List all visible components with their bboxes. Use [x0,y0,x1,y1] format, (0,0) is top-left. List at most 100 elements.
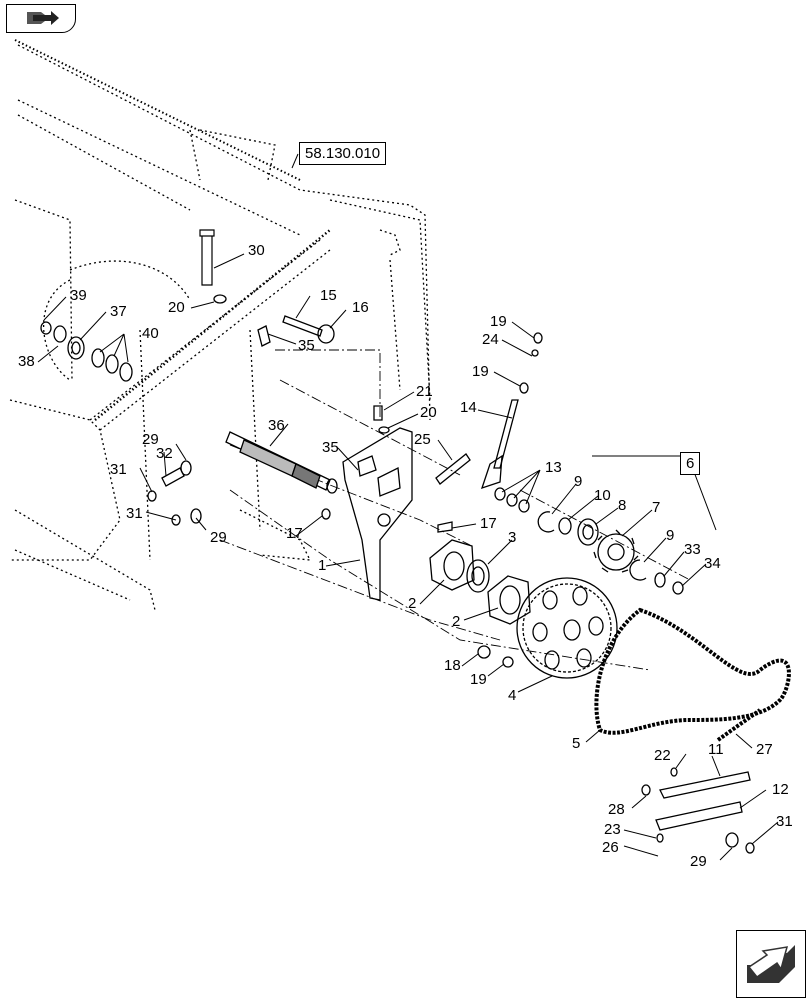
callout-24: 24 [482,331,499,348]
nut-28 [641,784,651,796]
callout-28: 28 [608,801,625,818]
bearing-10 [558,517,572,535]
callout-35: 35 [298,337,315,354]
callout-16: 16 [352,299,369,316]
callout-26: 26 [602,839,619,856]
callout-31: 31 [126,505,143,522]
callout-32: 32 [156,445,173,462]
callout-18: 18 [444,657,461,674]
callout-17: 17 [286,525,303,542]
nut-34 [672,581,684,595]
callout-40: 40 [142,325,159,342]
snap-ring-9b [629,559,647,581]
callout-9: 9 [666,527,675,544]
chassis-frame [9,44,431,611]
callout-34: 34 [704,555,721,572]
washer-20-lower [378,426,390,434]
callout-19: 19 [490,313,507,330]
bracket-plate-1 [342,427,413,601]
bolt-21 [373,405,383,421]
callout-20: 20 [168,299,185,316]
sprocket-4 [516,577,618,679]
bolt-18 [477,645,491,659]
next-page-arrow-icon [747,945,795,983]
group-label-6[interactable]: 6 [680,452,701,475]
upper-beam [14,39,301,181]
callout-23: 23 [604,821,621,838]
pin-15 [282,315,323,337]
callout-21: 21 [416,383,433,400]
callout-11: 11 [708,741,724,758]
callout-29: 29 [210,529,227,546]
callout-37: 37 [110,303,127,320]
tension-rod-14 [480,399,519,490]
callout-10: 10 [594,487,611,504]
nut-31a [147,490,157,502]
pin-23 [656,833,664,843]
callout-31: 31 [776,813,793,830]
leader-lines [37,153,779,861]
washer-33 [654,572,666,588]
nut-31-low [745,842,755,854]
callout-39: 39 [70,287,87,304]
next-page-button[interactable] [736,930,806,998]
callout-33: 33 [684,541,701,558]
callout-9: 9 [574,473,583,490]
washer-29b [190,508,202,524]
callout-3: 3 [508,529,517,546]
callout-2: 2 [452,613,461,630]
nut-31b [171,514,181,526]
bolt-22 [670,767,678,777]
callout-36: 36 [268,417,285,434]
washer-29a [180,460,192,476]
washers-13 [494,487,530,513]
callout-13: 13 [545,459,562,476]
callout-1: 1 [318,557,327,574]
chain-segment-27 [716,708,762,742]
callout-30: 30 [248,242,265,259]
callout-2: 2 [408,595,417,612]
callout-27: 27 [756,741,773,758]
pin-24 [531,349,539,357]
roller-chain-5 [594,607,791,735]
flange-bearing-2a [429,539,475,591]
washer-group-left [40,321,133,382]
reference-label-58-130-010[interactable]: 58.130.010 [299,142,387,165]
callout-8: 8 [618,497,627,514]
callout-20: 20 [420,404,437,421]
callout-19: 19 [470,671,487,688]
sprocket-7 [593,529,639,573]
snap-ring-9a [537,511,555,533]
callout-38: 38 [18,353,35,370]
shaft-36 [225,431,338,494]
washer-20-upper [213,294,227,304]
callout-19: 19 [472,363,489,380]
callout-22: 22 [654,747,671,764]
bearing-3 [466,559,490,593]
callout-15: 15 [320,287,337,304]
nut-19-top [533,332,543,344]
callout-12: 12 [772,781,789,798]
callout-35: 35 [322,439,339,456]
callout-7: 7 [652,499,661,516]
callout-14: 14 [460,399,477,416]
catalog-nav-button[interactable] [6,4,76,33]
bolt-25 [435,453,471,485]
callout-4: 4 [508,687,517,704]
callout-31: 31 [110,461,127,478]
flange-bearing-2b [487,575,531,625]
book-arrow-icon [27,11,59,25]
bolt-17 [437,521,453,533]
washer-29-low [725,832,739,848]
nut-19-low [502,656,514,668]
callout-5: 5 [572,735,581,752]
callout-25: 25 [414,431,431,448]
tensioner-bar-11 [659,771,751,799]
bushing-16 [317,324,335,344]
alignment-lines [219,349,691,671]
nut-17-lower [321,508,331,520]
callout-29: 29 [690,853,707,870]
tensioner-plate-12 [655,801,743,831]
nut-19-mid [519,382,529,394]
